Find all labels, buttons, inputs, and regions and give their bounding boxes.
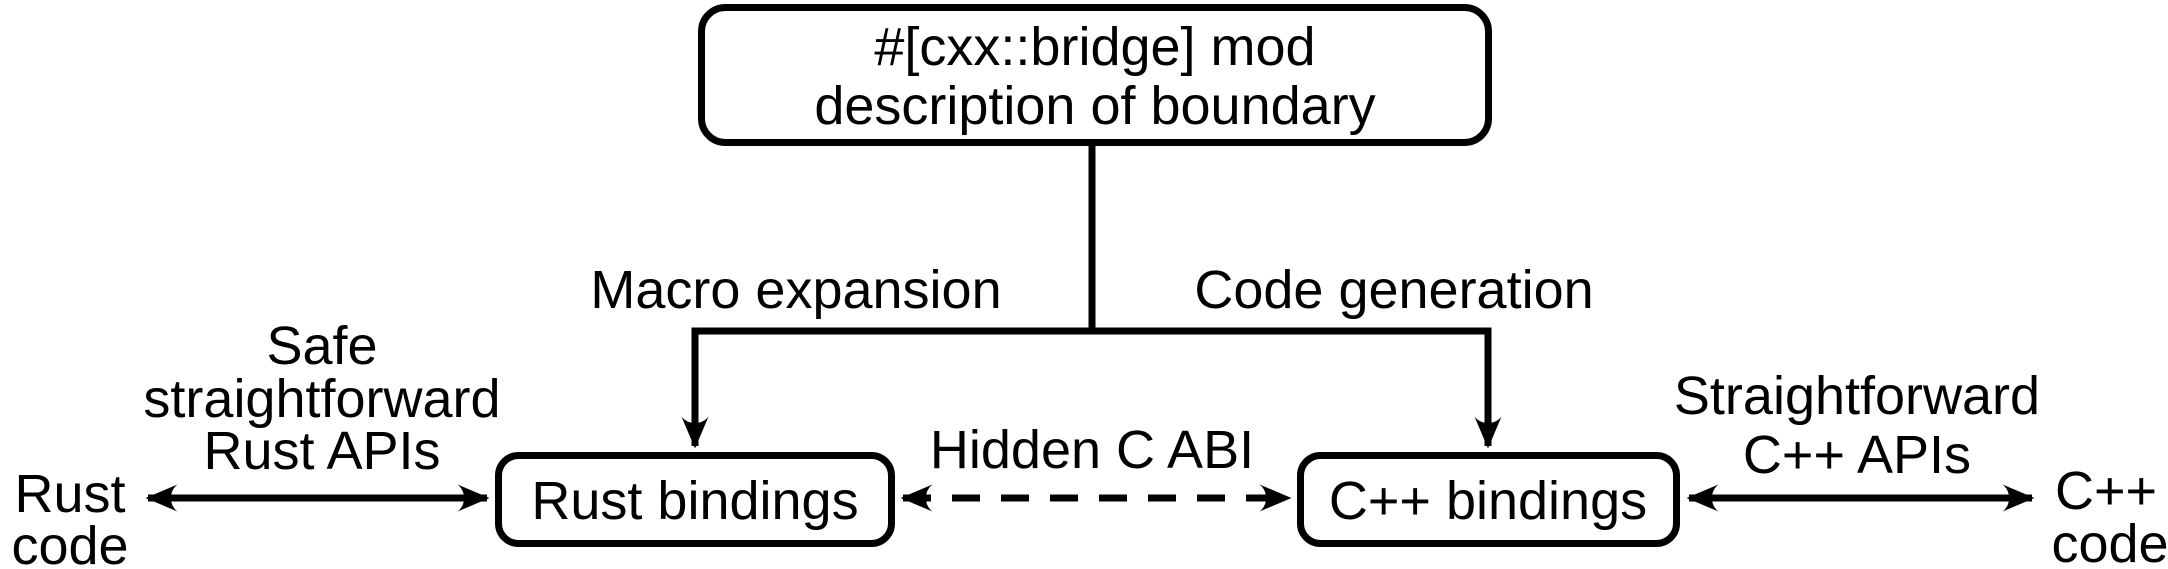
branch-arrows <box>681 327 1502 449</box>
cpp-bindings-label: C++ bindings <box>1329 471 1647 531</box>
code-generation-label: Code generation <box>1194 260 1593 320</box>
cpp-apis-label-line1: Straightforward <box>1674 366 2040 426</box>
rust-bindings-label: Rust bindings <box>531 471 858 531</box>
safe-apis-label-line1: Safe <box>266 316 377 376</box>
cpp-code-endpoint-line1: C++ <box>2055 461 2157 521</box>
bridge-mod-box-line2: description of boundary <box>814 76 1375 136</box>
macro-expansion-label: Macro expansion <box>590 260 1001 320</box>
hidden-c-abi-label: Hidden C ABI <box>930 420 1254 480</box>
rust-code-endpoint-line2: code <box>11 516 128 569</box>
bridge-mod-box-line1: #[cxx::bridge] mod <box>874 17 1315 77</box>
rust-bindings-box <box>495 452 895 547</box>
safe-apis-label-line2: straightforward <box>143 369 500 429</box>
cpp-apis-label-line2: C++ APIs <box>1743 425 1971 485</box>
safe-apis-label-line3: Rust APIs <box>203 421 440 481</box>
cpp-code-endpoint-line2: code <box>2051 514 2168 569</box>
rust-code-endpoint-line1: Rust <box>14 464 125 524</box>
cpp-bindings-box <box>1297 452 1680 547</box>
